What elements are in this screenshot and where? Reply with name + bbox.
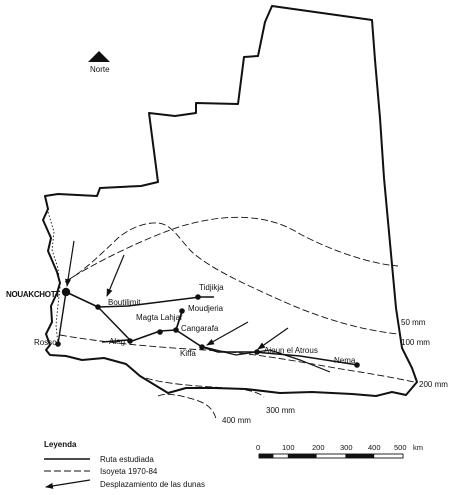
city-marker-tidjikja	[195, 294, 201, 300]
dune-arrow	[206, 321, 249, 346]
city-marker-nema	[354, 362, 360, 368]
dune-arrow	[65, 240, 75, 287]
north-arrow-icon	[88, 51, 110, 62]
route-nouakchott-rosso	[57, 291, 67, 345]
city-label-aleg: Aleg	[109, 337, 125, 346]
dune-arrow	[257, 327, 289, 350]
scale-bar-frame	[258, 453, 404, 459]
city-label-nema: Nema	[334, 356, 356, 365]
city-label-cangarafa: Cangarafa	[181, 324, 219, 333]
isohyet-line-400mm	[157, 393, 217, 420]
isohyet-label-100mm: 100 mm	[401, 338, 430, 347]
scale-unit: km	[413, 443, 423, 452]
scale-bar-segment	[287, 454, 317, 458]
scale-bar-segment	[345, 454, 375, 458]
scale-bar-segment	[259, 454, 274, 458]
city-marker-moudjeria	[179, 308, 185, 314]
scale-tick-label: 200	[312, 443, 325, 452]
city-marker-aioun	[254, 349, 260, 355]
legend-isohyet-label: Isoyeta 1970-84	[100, 467, 158, 476]
legend-dunes-swatch	[45, 479, 91, 489]
legend-title: Leyenda	[44, 440, 77, 449]
scale-tick-label: 300	[340, 443, 353, 452]
capital-label: NOUAKCHOTT	[6, 290, 60, 299]
north-label: Norte	[90, 65, 110, 74]
isohyet-line-100mm	[67, 222, 399, 335]
city-marker-nouakchott	[61, 287, 71, 297]
legend-dunes-label: Desplazamiento de las dunas	[100, 480, 205, 489]
city-label-tidjikja: Tidjikja	[199, 283, 224, 292]
isohyet-label-200mm: 200 mm	[419, 380, 448, 389]
city-marker-boutilimit	[95, 304, 101, 310]
route-kiffa-nema-ridge	[203, 346, 331, 373]
city-label-moudjeria: Moudjeria	[188, 304, 224, 313]
scale-bar: 0 100 200 300 400 500 km	[256, 443, 423, 459]
isohyet-label-50mm: 50 mm	[401, 318, 426, 327]
scale-tick-label: 100	[282, 443, 295, 452]
city-marker-aleg	[127, 338, 133, 344]
city-label-boutilimit: Boutilimit	[108, 298, 141, 307]
isohyet-label-300mm: 300 mm	[266, 406, 295, 415]
scale-tick-label: 0	[256, 443, 260, 452]
city-label-aioun: Aioun el Atrous	[264, 346, 318, 355]
north-indicator: Norte	[88, 51, 110, 74]
dune-arrow	[106, 254, 125, 297]
city-label-kiffa: Kiffa	[180, 349, 196, 358]
city-label-magta-lahjar: Magta Lahjar	[136, 313, 183, 322]
isohyet-line-300mm	[145, 377, 265, 398]
city-marker-kiffa	[199, 344, 205, 350]
city-label-rosso: Rosso	[34, 338, 57, 347]
city-marker-magta-lahjar	[157, 329, 163, 335]
country-border	[42, 5, 418, 397]
scale-tick-label: 500	[394, 443, 407, 452]
scale-tick-label: 400	[368, 443, 381, 452]
isohyet-label-400mm: 400 mm	[222, 416, 251, 425]
legend-route-label: Ruta estudiada	[100, 455, 154, 464]
city-marker-cangarafa	[173, 327, 179, 333]
isohyet-line-50mm	[64, 216, 399, 283]
route-boutilimit-aleg	[97, 306, 131, 341]
isohyet-line-200mm	[59, 334, 415, 383]
legend: Leyenda Ruta estudiada Isoyeta 1970-84 D…	[44, 440, 205, 489]
city-marker-rosso	[55, 341, 61, 347]
